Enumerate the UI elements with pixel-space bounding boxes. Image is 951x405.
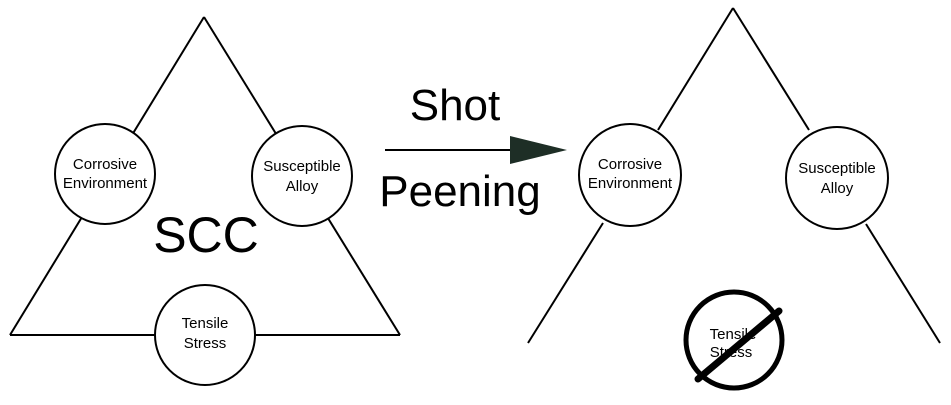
susceptible-alloy-circle: [251, 125, 353, 227]
scc-triangle-group: Corrosive Environment Susceptible Alloy …: [9, 16, 401, 386]
process-label-line2: Peening: [379, 167, 540, 216]
scc-center-label: SCC: [153, 207, 259, 263]
broken-left-lower-edge: [527, 222, 604, 344]
tensile-stress-circle: [154, 284, 256, 386]
tensile-stress-label-line1: Tensile: [182, 315, 229, 332]
broken-left-upper-edge: [657, 7, 734, 131]
susceptible-alloy-label-line1: Susceptible: [263, 158, 341, 175]
peened-susceptible-alloy-label-line1: Susceptible: [798, 160, 876, 177]
peened-corrosive-environment-circle: [578, 123, 682, 227]
tensile-stress-label-line2: Stress: [184, 335, 227, 352]
peened-triangle-group: Corrosive Environment Susceptible Alloy …: [527, 7, 941, 391]
arrow-head-icon: [510, 136, 567, 164]
corrosive-environment-label-line2: Environment: [63, 175, 148, 192]
process-label-line1: Shot: [410, 81, 501, 130]
broken-right-upper-edge: [732, 7, 810, 131]
broken-right-lower-edge: [865, 223, 941, 344]
prohibited-stress-circle: [683, 289, 785, 391]
susceptible-alloy-label-line2: Alloy: [286, 178, 319, 195]
peened-corrosive-environment-label-line1: Corrosive: [598, 156, 662, 173]
corrosive-environment-circle: [54, 123, 156, 225]
peened-susceptible-alloy-circle: [785, 126, 889, 230]
peened-corrosive-environment-label-line2: Environment: [588, 175, 673, 192]
corrosive-environment-label-line1: Corrosive: [73, 156, 137, 173]
process-arrow-group: Shot Peening: [379, 81, 567, 216]
peened-susceptible-alloy-label-line2: Alloy: [821, 180, 854, 197]
prohibited-slash-icon: [694, 307, 783, 383]
